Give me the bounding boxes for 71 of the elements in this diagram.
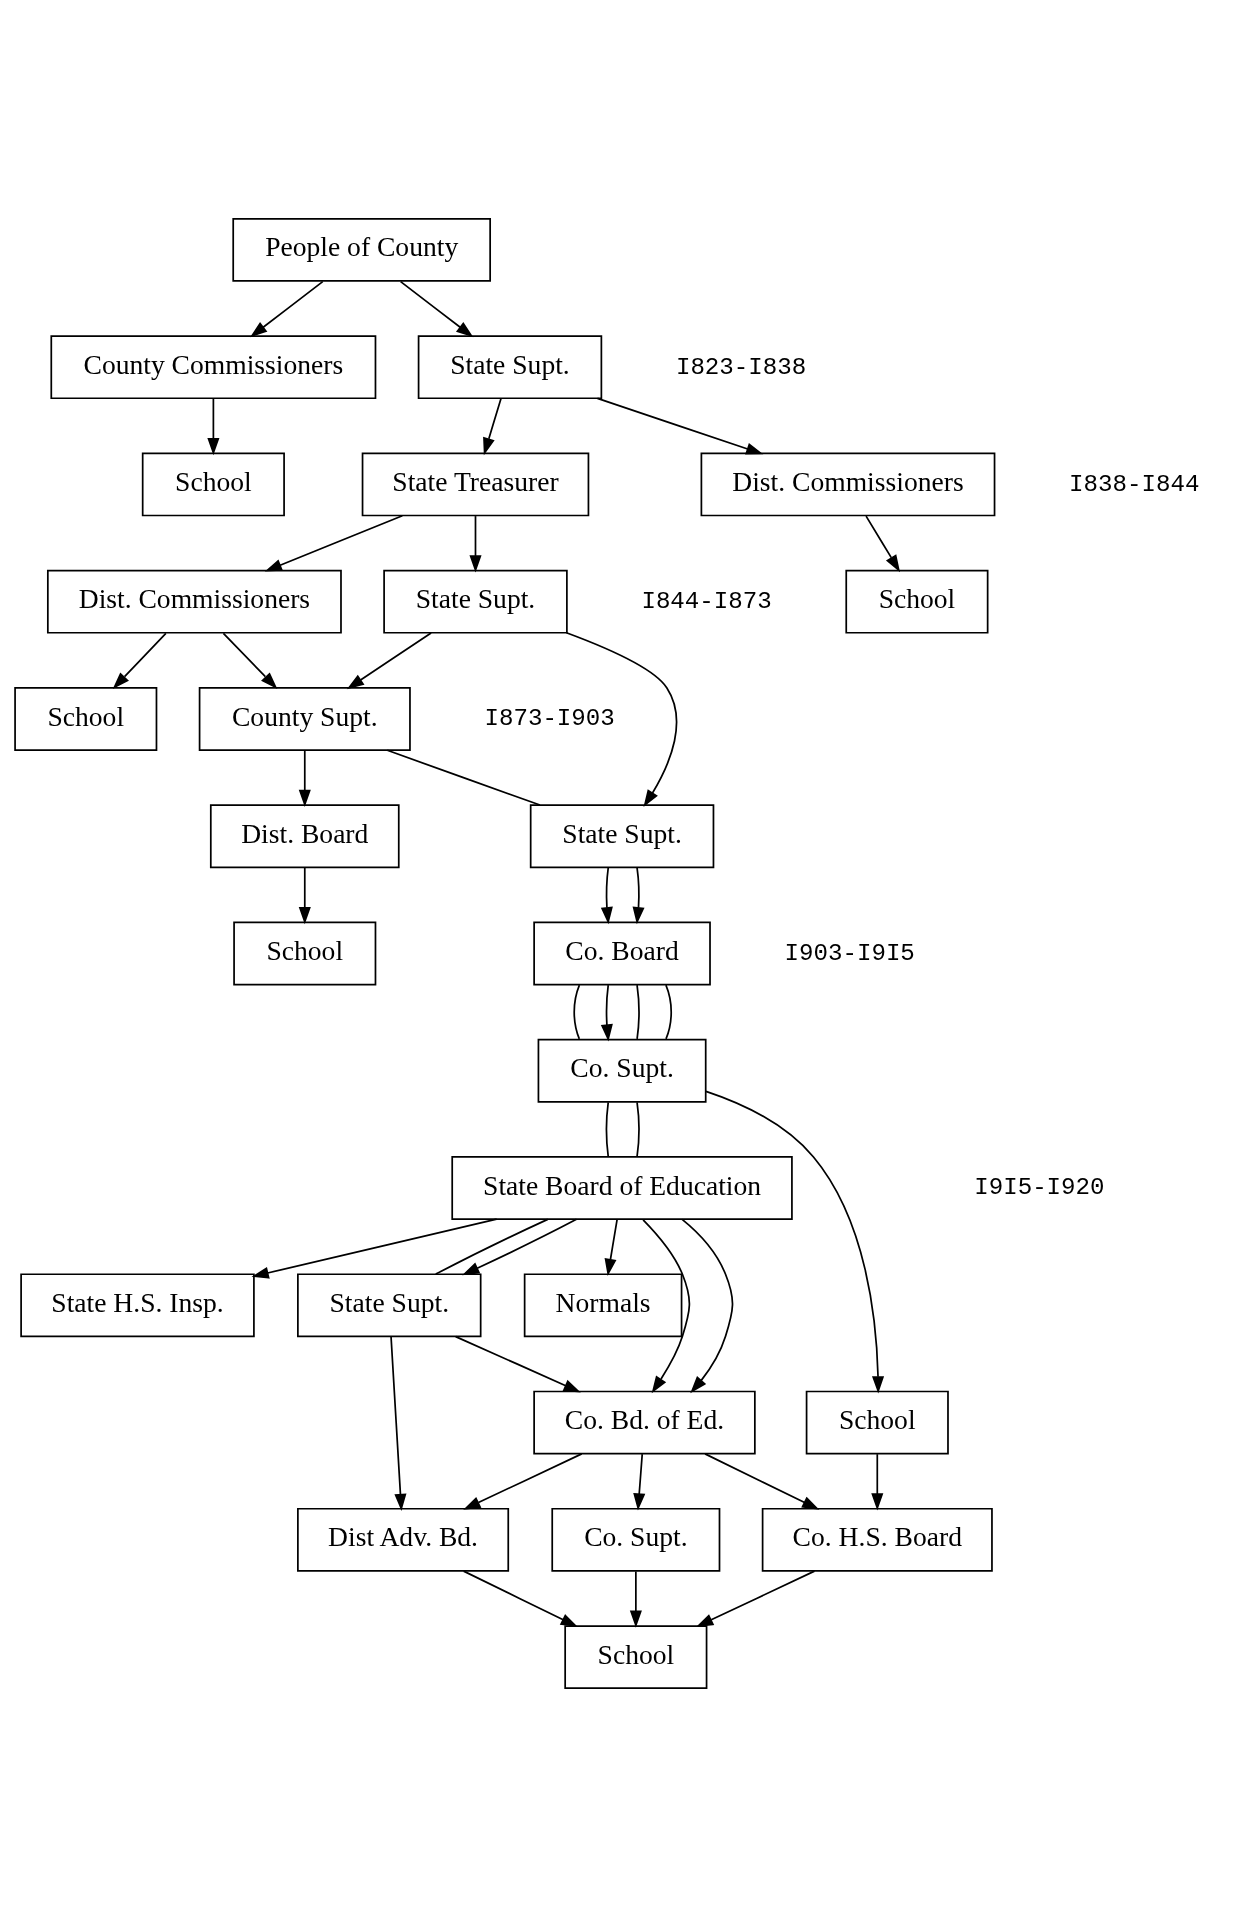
node-box: Co. Bd. of Ed. <box>533 1390 756 1455</box>
arrow <box>681 1218 734 1394</box>
arrow <box>463 1453 583 1510</box>
label: I903-I9I5 <box>784 939 915 967</box>
arrow <box>632 867 645 925</box>
node-box: Normals <box>523 1273 683 1338</box>
arrow <box>462 1570 578 1628</box>
arrow <box>871 1453 884 1511</box>
node-box: State H.S. Insp. <box>20 1273 255 1338</box>
label: I838-I844 <box>1069 470 1200 498</box>
arrow <box>346 632 432 690</box>
arrow <box>454 1335 581 1393</box>
node-box: People of County <box>232 218 491 282</box>
connector <box>573 984 581 1040</box>
arrow <box>629 1570 642 1628</box>
node-box: Co. Board <box>533 921 711 986</box>
node-box: State Board of Education <box>451 1156 793 1220</box>
arrow <box>399 280 474 338</box>
arrow <box>222 632 278 690</box>
node-box: School <box>564 1625 708 1689</box>
arrow <box>696 1570 816 1627</box>
node-box: State Supt. <box>297 1273 482 1338</box>
node-box: Co. Supt. <box>551 1507 721 1572</box>
arrow <box>704 1453 820 1510</box>
node-box: County Commissioners <box>50 335 377 400</box>
node-box: Dist Adv. Bd. <box>297 1507 510 1572</box>
label: I873-I903 <box>484 705 615 733</box>
connector <box>636 984 640 1040</box>
connector <box>636 1101 640 1158</box>
arrow <box>596 397 764 455</box>
connector <box>665 984 673 1040</box>
node-box: School <box>14 687 158 751</box>
node-box: School <box>141 452 285 517</box>
node-box: State Supt. <box>417 335 603 400</box>
arrow <box>264 514 404 572</box>
node-box: Dist. Board <box>209 804 400 869</box>
arrow <box>250 280 324 338</box>
connector <box>434 1218 549 1275</box>
arrow <box>633 1453 646 1511</box>
arrow <box>469 515 482 573</box>
node-box: County Supt. <box>198 687 411 751</box>
connector <box>386 749 541 806</box>
node-box: Co. H.S. Board <box>761 1507 993 1572</box>
arrow <box>600 867 613 925</box>
arrow <box>251 1218 498 1279</box>
arrow <box>865 515 901 573</box>
arrow <box>112 632 167 690</box>
arrow <box>298 867 311 925</box>
label: I9I5-I920 <box>974 1174 1105 1202</box>
node-box: School <box>233 921 377 986</box>
node-box: Dist. Commissioners <box>700 452 996 517</box>
node-box: State Supt. <box>529 804 715 869</box>
arrow <box>600 984 613 1042</box>
label: I844-I873 <box>641 588 772 616</box>
arrow <box>483 397 502 456</box>
arrow <box>565 631 678 808</box>
arrow <box>604 1218 618 1277</box>
node-box: Dist. Commissioners <box>47 569 342 634</box>
arrow <box>390 1335 407 1512</box>
node-box: State Treasurer <box>361 452 590 517</box>
arrow <box>705 1090 885 1394</box>
node-box: Co. Supt. <box>537 1038 707 1103</box>
arrow <box>642 1218 691 1394</box>
node-box: School <box>845 569 989 634</box>
arrow <box>298 749 311 808</box>
node-box: School <box>805 1390 949 1455</box>
arrow <box>207 397 220 456</box>
label: I823-I838 <box>675 353 807 381</box>
connector <box>605 1101 610 1158</box>
arrow <box>462 1218 578 1276</box>
node-box: State Supt. <box>383 569 568 634</box>
